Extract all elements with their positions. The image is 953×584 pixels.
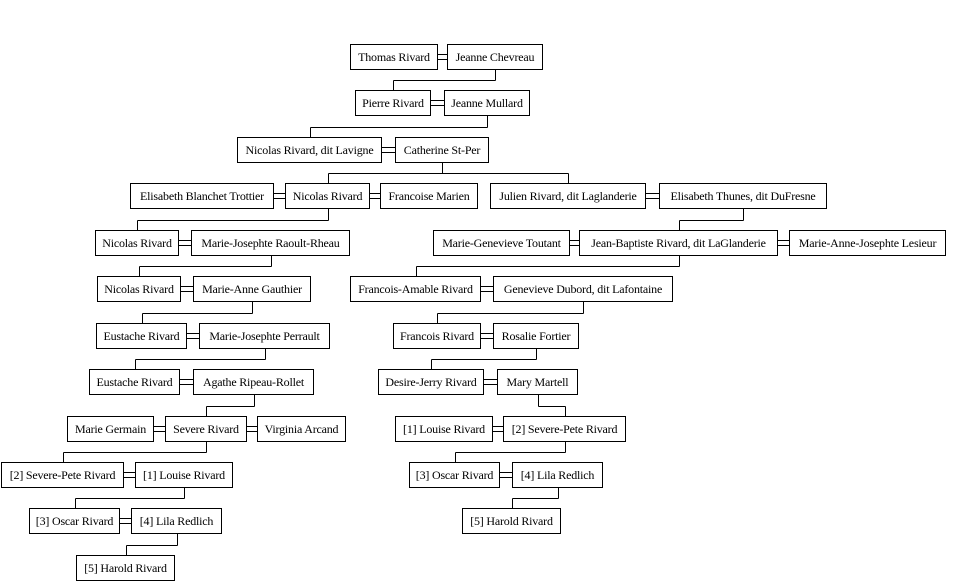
person-harold-rivard[interactable]: [5] Harold Rivard [462,508,561,534]
person-marie-anne-gauthier[interactable]: Marie-Anne Gauthier [193,276,311,302]
person-elisabeth-thunes-dit-dufresne[interactable]: Elisabeth Thunes, dit DuFresne [659,183,827,209]
person-pierre-rivard[interactable]: Pierre Rivard [355,90,431,116]
person-nicolas-rivard[interactable]: Nicolas Rivard [97,276,181,302]
person-severe-rivard[interactable]: Severe Rivard [165,416,247,442]
person-nicolas-rivard[interactable]: Nicolas Rivard [95,230,179,256]
person-severe-pete-rivard[interactable]: [2] Severe-Pete Rivard [503,416,626,442]
person-lila-redlich[interactable]: [4] Lila Redlich [131,508,222,534]
person-jeanne-mullard[interactable]: Jeanne Mullard [444,90,530,116]
person-louise-rivard[interactable]: [1] Louise Rivard [135,462,233,488]
person-nicolas-rivard[interactable]: Nicolas Rivard [285,183,370,209]
person-nicolas-rivard-dit-lavigne[interactable]: Nicolas Rivard, dit Lavigne [237,137,382,163]
person-lila-redlich[interactable]: [4] Lila Redlich [512,462,603,488]
person-agathe-ripeau-rollet[interactable]: Agathe Ripeau-Rollet [193,369,314,395]
person-virginia-arcand[interactable]: Virginia Arcand [257,416,346,442]
person-rosalie-fortier[interactable]: Rosalie Fortier [493,323,579,349]
person-oscar-rivard[interactable]: [3] Oscar Rivard [409,462,500,488]
person-thomas-rivard[interactable]: Thomas Rivard [350,44,438,70]
person-elisabeth-blanchet-trottier[interactable]: Elisabeth Blanchet Trottier [130,183,274,209]
person-francois-rivard[interactable]: Francois Rivard [393,323,481,349]
person-marie-josephte-perrault[interactable]: Marie-Josephte Perrault [199,323,330,349]
person-harold-rivard[interactable]: [5] Harold Rivard [76,555,175,581]
person-francoise-marien[interactable]: Francoise Marien [380,183,478,209]
person-julien-rivard-dit-laglanderie[interactable]: Julien Rivard, dit Laglanderie [490,183,646,209]
person-francois-amable-rivard[interactable]: Francois-Amable Rivard [350,276,481,302]
person-marie-germain[interactable]: Marie Germain [67,416,154,442]
person-marie-anne-josephte-lesieur[interactable]: Marie-Anne-Josephte Lesieur [789,230,946,256]
person-marie-josephte-raoult-rheau[interactable]: Marie-Josephte Raoult-Rheau [191,230,350,256]
person-jean-baptiste-rivard-dit-laglanderie[interactable]: Jean-Baptiste Rivard, dit LaGlanderie [579,230,778,256]
person-severe-pete-rivard[interactable]: [2] Severe-Pete Rivard [1,462,124,488]
person-eustache-rivard[interactable]: Eustache Rivard [96,323,187,349]
person-marie-genevieve-toutant[interactable]: Marie-Genevieve Toutant [433,230,570,256]
person-desire-jerry-rivard[interactable]: Desire-Jerry Rivard [378,369,484,395]
person-mary-martell[interactable]: Mary Martell [497,369,578,395]
person-genevieve-dubord-dit-lafontaine[interactable]: Genevieve Dubord, dit Lafontaine [493,276,673,302]
person-oscar-rivard[interactable]: [3] Oscar Rivard [29,508,120,534]
person-jeanne-chevreau[interactable]: Jeanne Chevreau [447,44,543,70]
person-eustache-rivard[interactable]: Eustache Rivard [89,369,180,395]
person-catherine-st-per[interactable]: Catherine St-Per [395,137,489,163]
person-louise-rivard[interactable]: [1] Louise Rivard [395,416,493,442]
